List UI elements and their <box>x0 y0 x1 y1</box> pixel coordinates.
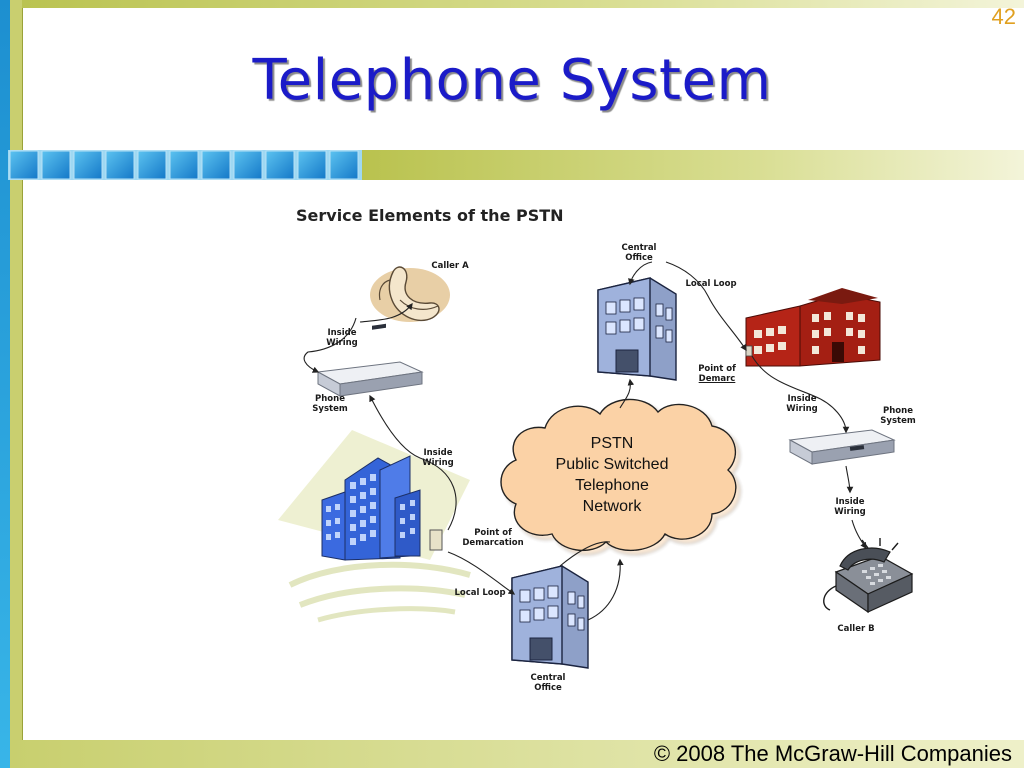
label-line: Demarc <box>698 374 736 384</box>
label-line: Central <box>621 243 657 253</box>
label-point-of-demarc-b: Point of Demarc <box>698 364 736 384</box>
label-line: System <box>312 404 348 414</box>
label-inside-wiring-b2: Inside Wiring <box>834 497 866 517</box>
label-line: Office <box>625 253 653 263</box>
decorative-squares <box>9 150 359 180</box>
label-point-of-demarcation-a: Point of Demarcation <box>462 528 523 548</box>
pstn-cloud-label: PSTN Public Switched Telephone Network <box>547 433 677 517</box>
label-local-loop-a: Local Loop <box>454 588 506 598</box>
label-line: Inside <box>835 497 865 507</box>
label-line: Inside <box>423 448 453 458</box>
label-line: Phone <box>883 406 913 416</box>
caller-b-phone-icon <box>823 538 914 614</box>
footer-copyright: © 2008 The McGraw-Hill Companies <box>653 741 1012 766</box>
label-local-loop-b: Local Loop <box>685 279 737 289</box>
label-line: Phone <box>315 394 345 404</box>
label-inside-wiring-a1: Inside Wiring <box>326 328 358 348</box>
label-line: Wiring <box>834 507 866 517</box>
pstn-cloud-shape <box>500 398 737 552</box>
label-caller-b: Caller B <box>837 624 875 634</box>
cloud-line-2: Public Switched <box>555 456 669 473</box>
page-number: 42 <box>991 4 1016 29</box>
label-phone-system-a: Phone System <box>312 394 347 414</box>
label-line: Point of <box>474 528 512 538</box>
label-line: Central <box>530 673 566 683</box>
phone-system-a-icon <box>316 323 424 397</box>
central-office-bottom-icon <box>511 565 589 669</box>
label-line: Demarcation <box>462 538 524 548</box>
label-line: System <box>880 416 916 426</box>
cloud-line-3: Telephone <box>575 477 649 494</box>
label-inside-wiring-a2: Inside Wiring <box>422 448 454 468</box>
label-line: Inside <box>327 328 357 338</box>
central-office-top-icon <box>597 277 677 381</box>
label-phone-system-b: Phone System <box>880 406 915 426</box>
label-central-office-top: Central Office <box>622 243 657 263</box>
cloud-line-4: Network <box>582 498 642 515</box>
label-line: Office <box>534 683 562 693</box>
label-line: Wiring <box>786 404 818 414</box>
building-b-icon <box>745 288 881 367</box>
label-line: Point of <box>698 364 736 374</box>
connector-lines <box>303 261 867 621</box>
label-caller-a: Caller A <box>431 261 469 271</box>
slide-title: Telephone System <box>252 48 772 113</box>
phone-system-b-icon <box>788 429 896 465</box>
cloud-line-1: PSTN <box>590 435 634 452</box>
label-inside-wiring-b1: Inside Wiring <box>786 394 818 414</box>
diagram-title: Service Elements of the PSTN <box>296 206 564 225</box>
caller-a-phone-icon <box>370 266 450 322</box>
label-central-office-bottom: Central Office <box>531 673 566 693</box>
label-line: Wiring <box>422 458 454 468</box>
building-a-icon <box>278 430 471 623</box>
label-line: Inside <box>787 394 817 404</box>
label-line: Wiring <box>326 338 358 348</box>
